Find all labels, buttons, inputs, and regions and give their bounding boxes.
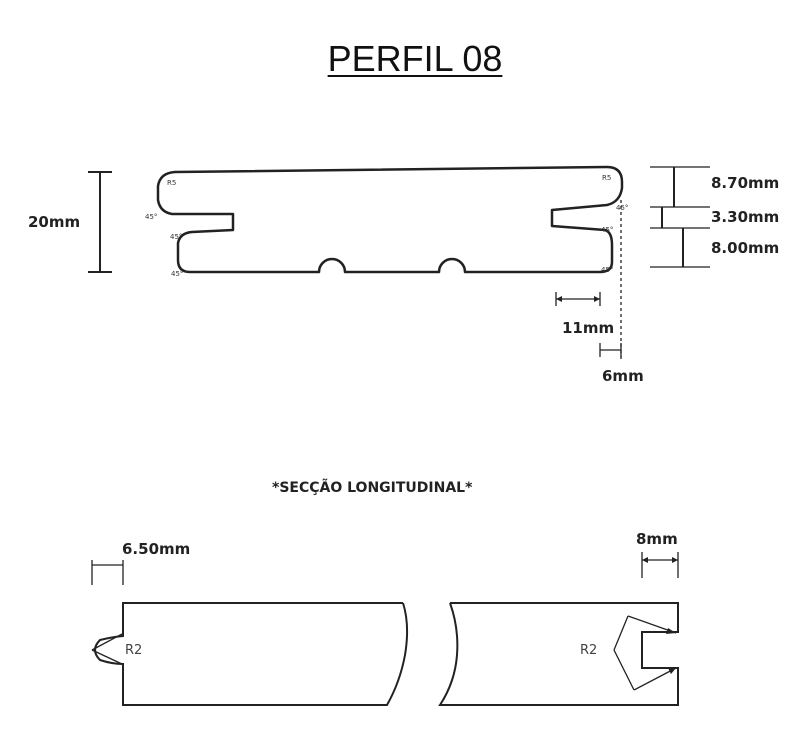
dim-8-70: 8.70mm <box>711 174 779 192</box>
left-board <box>91 602 409 706</box>
height-label: 20mm <box>28 213 80 231</box>
height-dimension <box>88 171 112 273</box>
dim-3-30: 3.30mm <box>711 208 779 226</box>
angle-label-3: 45° <box>171 270 183 278</box>
radius-label-right: R5 <box>602 174 611 182</box>
dim-6mm: 6mm <box>602 367 644 385</box>
dim-8mm-marker <box>641 552 679 578</box>
angle-label-4: 45° <box>616 204 628 212</box>
right-radius-label: R2 <box>580 643 597 658</box>
radius-label-left: R5 <box>167 179 176 187</box>
drawing-title: PERFIL 08 <box>327 38 503 79</box>
dim-8-00: 8.00mm <box>711 239 779 257</box>
angle-label-1: 45° <box>145 213 157 221</box>
right-stack-dimension <box>650 166 710 268</box>
dim-6mm-marker <box>599 343 622 357</box>
section-title: *SECÇÃO LONGITUDINAL* <box>272 479 473 496</box>
dim-6-50mm-marker <box>91 560 124 585</box>
angle-label-5: 45° <box>601 226 613 234</box>
angle-label-2: 45° <box>170 233 182 241</box>
dim-6-50mm: 6.50mm <box>122 540 190 558</box>
dim-11mm-marker <box>555 292 601 306</box>
dim-8mm: 8mm <box>636 530 678 548</box>
left-radius-label: R2 <box>125 643 142 658</box>
angle-label-6: 45° <box>601 266 613 274</box>
right-board <box>438 602 679 706</box>
profile-outline <box>156 165 624 274</box>
dim-11mm: 11mm <box>562 319 614 337</box>
